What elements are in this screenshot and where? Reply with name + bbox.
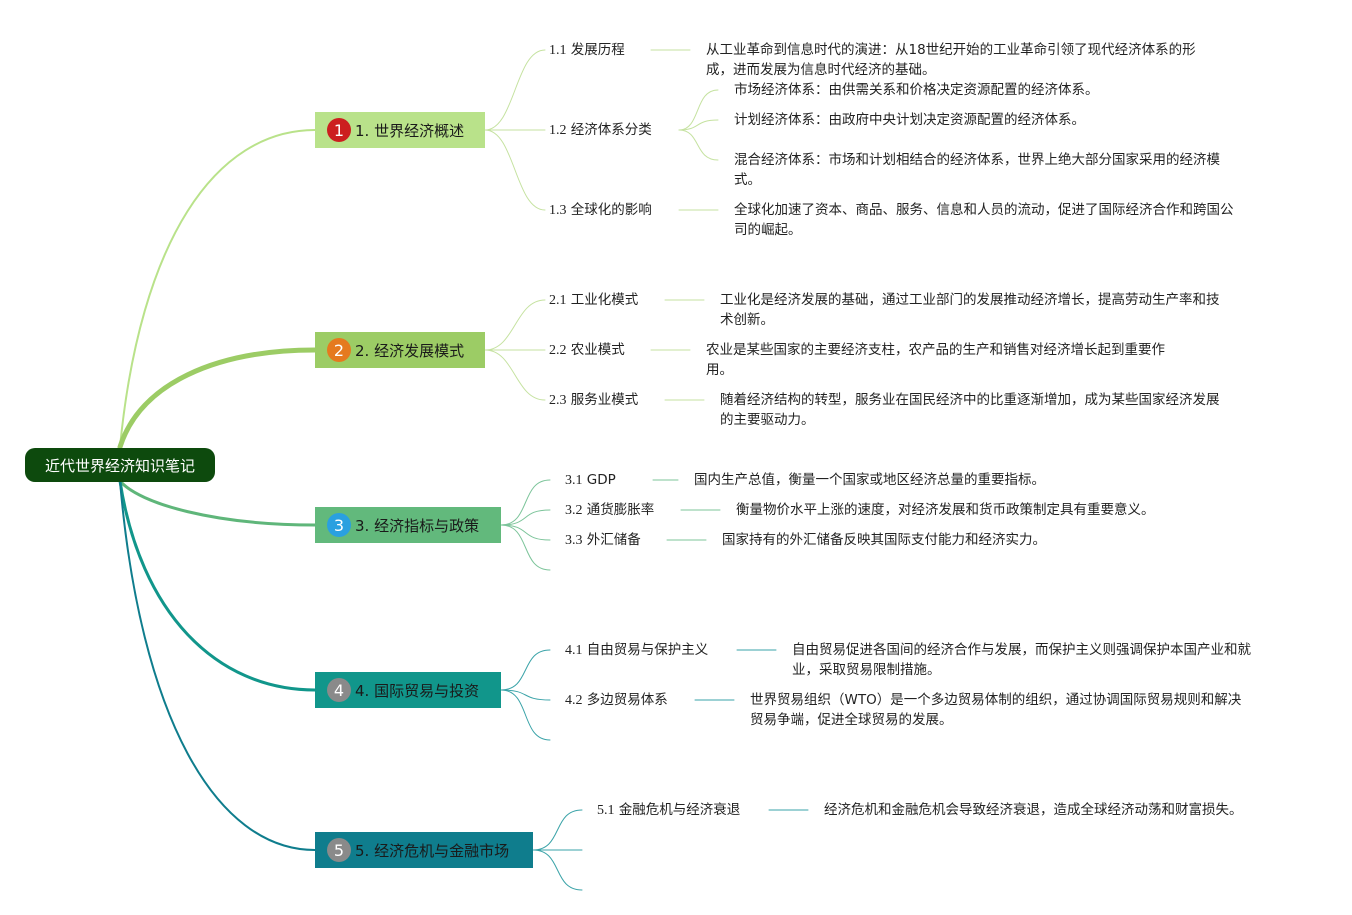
branch-link-1-3: [484, 129, 546, 211]
branch-link-5-2: [532, 849, 583, 891]
priority-badge-5: 5: [327, 838, 351, 862]
leaf-note-2-1-1: 工业化是经济发展的基础，通过工业部门的发展推动经济增长，提高劳动生产率和技术创新…: [720, 292, 1220, 328]
leaf-note-3-3-1: 国家持有的外汇储备反映其国际支付能力和经济实力。: [722, 532, 1046, 548]
sub-label: 发展历程: [570, 42, 625, 58]
branch-link-3-2: [500, 509, 551, 526]
leaf-note-3-2-1: 衡量物价水平上涨的速度，对经济发展和货币政策制定具有重要意义。: [736, 502, 1155, 518]
sub-label: 全球化的影响: [570, 202, 652, 218]
leaf-note-1-3-1: 全球化加速了资本、商品、服务、信息和人员的流动，促进了国际经济合作和跨国公司的崛…: [734, 202, 1234, 238]
sub-label: 金融危机与经济衰退: [618, 802, 741, 818]
sub-label: 外汇储备: [586, 532, 641, 548]
sub-node-2-2[interactable]: 2.2 农业模式: [549, 340, 625, 361]
sub-number: 3.1: [565, 473, 583, 488]
sub-label: 多边贸易体系: [586, 692, 668, 708]
priority-badge-2: 2: [327, 338, 351, 362]
sub-node-3-2[interactable]: 3.2 通货膨胀率: [565, 500, 654, 521]
root-link-3: [118, 479, 317, 527]
branch-link-4-1: [500, 649, 551, 691]
root-link-2: [117, 347, 318, 450]
sub-label: 工业化模式: [570, 292, 639, 308]
sub-node-2-3[interactable]: 2.3 服务业模式: [549, 390, 638, 411]
branch-link-3-3: [500, 524, 551, 541]
sub-node-1-3[interactable]: 1.3 全球化的影响: [549, 200, 652, 221]
leaf-link-1-2-2: [678, 119, 719, 131]
branch-link-2-3: [484, 349, 546, 401]
branch-link-3-4: [500, 524, 551, 571]
branch-label: 3. 经济指标与政策: [355, 516, 480, 535]
leaf-link-1-2-1: [678, 89, 719, 131]
sub-node-1-2[interactable]: 1.2 经济体系分类: [549, 120, 652, 141]
sub-node-1-1[interactable]: 1.1 发展历程: [549, 40, 625, 61]
root-link-4: [118, 479, 317, 692]
sub-node-4-2[interactable]: 4.2 多边贸易体系: [565, 690, 668, 711]
sub-number: 2.2: [549, 343, 567, 358]
leaf-note-1-2-1: 市场经济体系：由供需关系和价格决定资源配置的经济体系。: [734, 82, 1099, 98]
leaf-note-1-1-1: 从工业革命到信息时代的演进：从18世纪开始的工业革命引领了现代经济体系的形成，进…: [706, 42, 1196, 78]
sub-label: 自由贸易与保护主义: [586, 642, 709, 658]
branch-link-5-1: [532, 809, 583, 851]
root-node[interactable]: 近代世界经济知识笔记: [25, 448, 215, 482]
sub-number: 5.1: [597, 803, 615, 818]
priority-badge-3: 3: [327, 513, 351, 537]
sub-label: 农业模式: [570, 342, 625, 358]
sub-label: 经济体系分类: [570, 122, 652, 138]
leaf-note-3-1-1: 国内生产总值，衡量一个国家或地区经济总量的重要指标。: [694, 472, 1045, 488]
leaf-note-1-2-2: 计划经济体系：由政府中央计划决定资源配置的经济体系。: [734, 112, 1085, 128]
sub-node-5-1[interactable]: 5.1 金融危机与经济衰退: [597, 800, 740, 821]
sub-label: 通货膨胀率: [586, 502, 655, 518]
leaf-note-4-2-1: 世界贸易组织（WTO）是一个多边贸易体制的组织，通过协调国际贸易规则和解决贸易争…: [750, 692, 1242, 728]
leaf-link-1-2-3: [678, 129, 719, 161]
priority-badge-1: 1: [327, 118, 351, 142]
sub-node-3-3[interactable]: 3.3 外汇储备: [565, 530, 641, 551]
sub-number: 3.3: [565, 533, 583, 548]
sub-number: 4.2: [565, 693, 583, 708]
branch-link-1-1: [484, 49, 546, 131]
branch-link-4-2: [500, 689, 551, 701]
branch-label: 5. 经济危机与金融市场: [355, 841, 510, 860]
sub-label: 服务业模式: [570, 392, 639, 408]
sub-number: 4.1: [565, 643, 583, 658]
sub-number: 2.3: [549, 393, 567, 408]
leaf-note-2-3-1: 随着经济结构的转型，服务业在国民经济中的比重逐渐增加，成为某些国家经济发展的主要…: [720, 392, 1220, 428]
leaf-note-1-2-3: 混合经济体系：市场和计划相结合的经济体系，世界上绝大部分国家采用的经济模式。: [734, 152, 1220, 188]
branch-label: 4. 国际贸易与投资: [355, 681, 480, 700]
sub-label: GDP: [586, 472, 616, 488]
branch-label: 1. 世界经济概述: [355, 121, 465, 140]
sub-number: 3.2: [565, 503, 583, 518]
leaf-note-5-1-1: 经济危机和金融危机会导致经济衰退，造成全球经济动荡和财富损失。: [824, 802, 1243, 818]
root-link-1: [119, 129, 316, 448]
root-label: 近代世界经济知识笔记: [44, 456, 195, 475]
root-link-5: [119, 480, 316, 851]
branch-label: 2. 经济发展模式: [355, 341, 465, 360]
branch-link-2-1: [484, 299, 546, 351]
branch-link-3-1: [500, 479, 551, 526]
sub-number: 1.3: [549, 203, 567, 218]
leaf-note-2-2-1: 农业是某些国家的主要经济支柱，农产品的生产和销售对经济增长起到重要作用。: [706, 342, 1165, 378]
priority-badge-4: 4: [327, 678, 351, 702]
branch-link-4-3: [500, 689, 551, 741]
sub-number: 1.2: [549, 123, 567, 138]
sub-node-3-1[interactable]: 3.1 GDP: [565, 470, 616, 491]
sub-number: 2.1: [549, 293, 567, 308]
sub-node-2-1[interactable]: 2.1 工业化模式: [549, 290, 638, 311]
sub-node-4-1[interactable]: 4.1 自由贸易与保护主义: [565, 640, 708, 661]
sub-number: 1.1: [549, 43, 567, 58]
leaf-note-4-1-1: 自由贸易促进各国间的经济合作与发展，而保护主义则强调保护本国产业和就业，采取贸易…: [792, 642, 1251, 678]
